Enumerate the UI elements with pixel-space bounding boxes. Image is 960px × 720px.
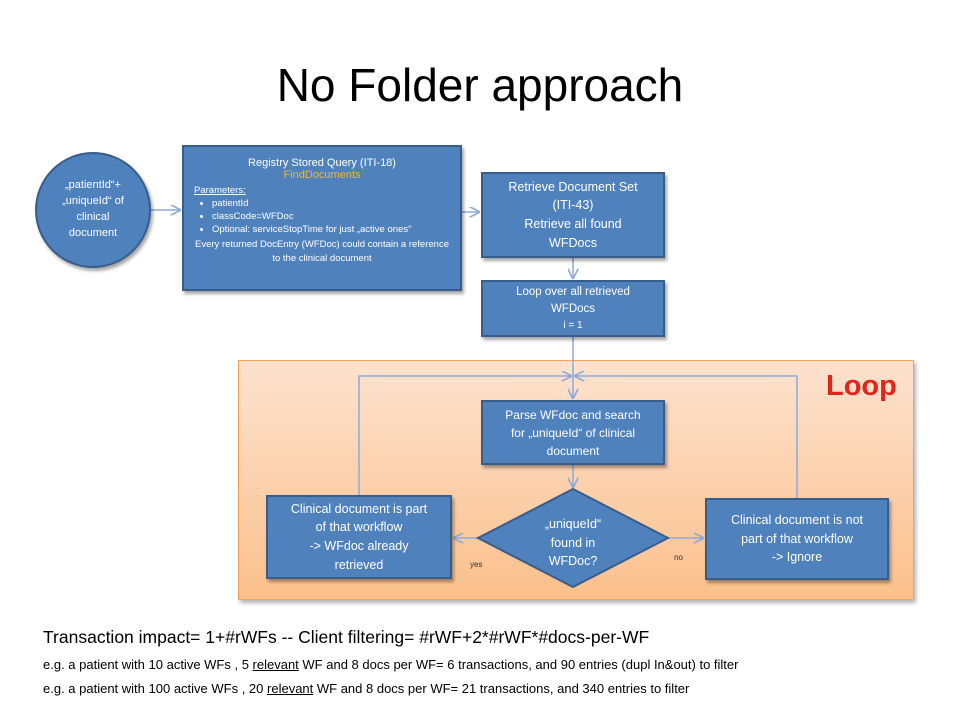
part-of-workflow-box: Clinical document is part of that workfl… — [266, 495, 452, 579]
notpart-line2: part of that workflow — [741, 531, 853, 546]
query-param: Optional: serviceStopTime for just „acti… — [212, 224, 411, 235]
start-line4: document — [68, 226, 118, 239]
example1-post: WF and 8 docs per WF= 6 transactions, an… — [298, 657, 739, 672]
decision-line1: „uniqueId“ — [544, 516, 602, 531]
loop-over-box: Loop over all retrieved WFDocs i = 1 — [481, 280, 665, 337]
example2-post: WF and 8 docs per WF= 21 transactions, a… — [313, 681, 690, 696]
query-title: Registry Stored Query (ITI-18) — [248, 157, 396, 169]
notpart-line3: -> Ignore — [771, 550, 823, 565]
start-line3: clinical — [76, 211, 110, 223]
query-param: patientId — [212, 198, 411, 209]
parse-line2: for „uniqueId“ of clinical — [510, 425, 636, 440]
arrow-partof-loopback — [358, 376, 571, 495]
partof-line3: -> WFdoc already — [309, 539, 409, 553]
example1-pre: e.g. a patient with 10 active WFs , 5 — [43, 657, 253, 672]
decision-text: „uniqueId“ found in WFDoc? — [500, 508, 646, 578]
arrow-notpart-loopback — [575, 376, 798, 498]
query-params-label: Parameters: — [194, 185, 246, 196]
transaction-impact: Transaction impact= 1+#rWFs -- Client fi… — [43, 627, 650, 647]
no-label: no — [674, 553, 683, 562]
parse-line1: Parse WFdoc and search — [505, 407, 641, 422]
retrieve-line3: Retrieve all found — [524, 217, 622, 231]
query-subtitle: FindDocuments — [283, 169, 361, 181]
loopover-line2: WFDocs — [550, 303, 596, 315]
example-line-1: e.g. a patient with 10 active WFs , 5 re… — [43, 657, 738, 672]
decision-line3: WFDoc? — [548, 554, 598, 569]
decision-line2: found in — [550, 535, 596, 550]
page-title: No Folder approach — [276, 59, 684, 111]
retrieve-line4: WFDocs — [549, 235, 597, 250]
notpart-line1: Clinical document is not — [730, 512, 863, 527]
registry-query-box: Registry Stored Query (ITI-18) FindDocum… — [182, 145, 462, 291]
query-note: Every returned DocEntry (WFDoc) could co… — [195, 239, 449, 264]
example2-pre: e.g. a patient with 100 active WFs , 20 — [43, 681, 268, 696]
query-param: classCode=WFDoc — [212, 211, 411, 222]
partof-line4: retrieved — [334, 557, 384, 572]
yes-label: yes — [470, 560, 483, 569]
parse-box: Parse WFdoc and search for „uniqueId“ of… — [481, 400, 665, 465]
partof-line1: Clinical document is part — [290, 501, 428, 516]
retrieve-box: Retrieve Document Set (ITI-43) Retrieve … — [481, 172, 665, 258]
example1-relevant: relevant — [252, 657, 299, 672]
parse-line3: document — [546, 443, 600, 458]
example-line-2: e.g. a patient with 100 active WFs , 20 … — [43, 681, 689, 696]
partof-line2: of that workflow — [315, 520, 403, 535]
retrieve-line1: Retrieve Document Set — [508, 179, 638, 194]
retrieve-line2: (ITI-43) — [552, 198, 594, 213]
start-line2: „uniqueId“ of — [62, 195, 124, 208]
example2-relevant: relevant — [267, 681, 314, 696]
loopover-index: i = 1 — [563, 320, 583, 332]
query-params-list: patientId classCode=WFDoc Optional: serv… — [184, 198, 411, 237]
decision-diamond — [475, 487, 671, 589]
loopover-line1: Loop over all retrieved — [516, 285, 630, 298]
not-part-of-workflow-box: Clinical document is not part of that wo… — [705, 498, 889, 580]
loop-label: Loop — [826, 370, 897, 402]
start-line1: „patientId“+ — [65, 179, 121, 192]
start-oval: „patientId“+ „uniqueId“ of clinical docu… — [35, 152, 151, 268]
